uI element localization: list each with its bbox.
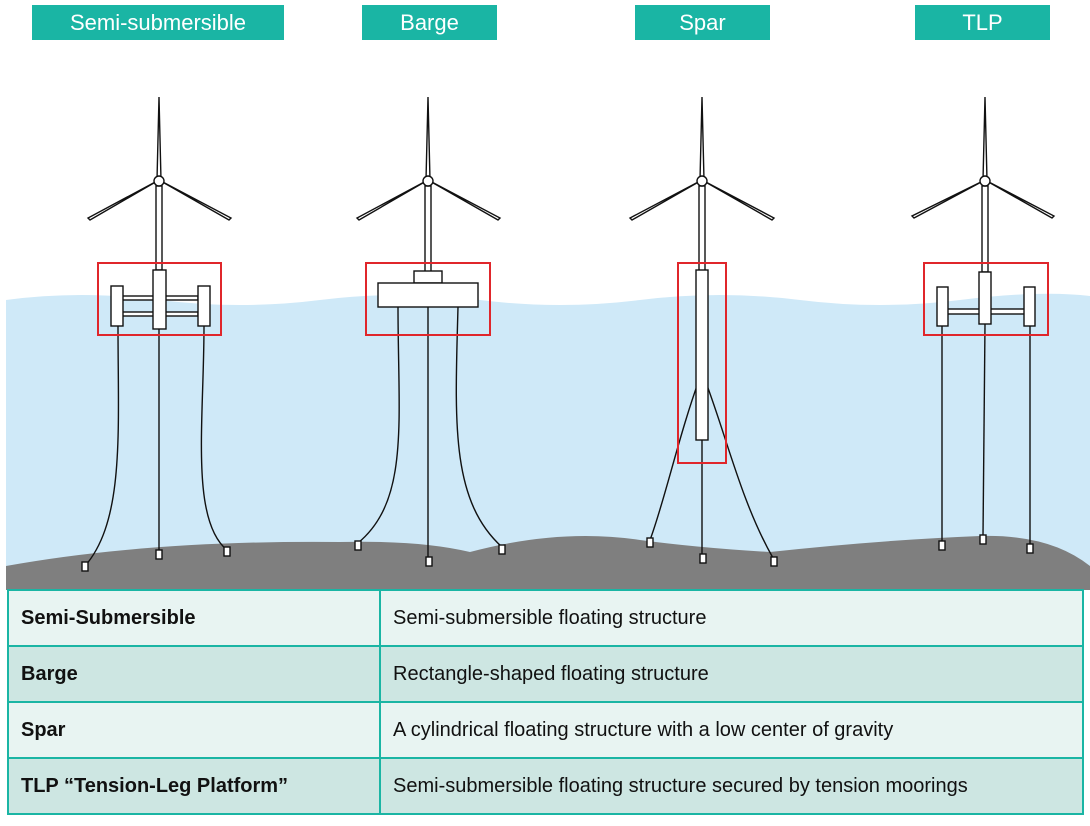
turbine-semi-submersible (81, 96, 233, 572)
turbine-barge (354, 96, 506, 567)
highlight-tlp (923, 262, 1049, 336)
spar-platform (695, 269, 709, 441)
row-description: Rectangle-shaped floating structure (379, 645, 1084, 703)
table-row: Semi-Submersible Semi-submersible floati… (7, 589, 1084, 647)
highlight-spar (677, 262, 727, 464)
row-description: Semi-submersible floating structure (379, 589, 1084, 647)
highlight-semi-submersible (97, 262, 222, 336)
platform-types-table: Semi-Submersible Semi-submersible floati… (7, 589, 1084, 815)
row-name: Semi-Submersible (7, 589, 381, 647)
floating-wind-diagram (6, 96, 1090, 590)
sea-water (6, 293, 1090, 590)
header-barge: Barge (362, 5, 497, 40)
tlp-platform (936, 271, 1036, 327)
header-semi-submersible: Semi-submersible (32, 5, 284, 40)
table-row: TLP “Tension-Leg Platform” Semi-submersi… (7, 757, 1084, 815)
row-description: Semi-submersible floating structure secu… (379, 757, 1084, 815)
row-name: Spar (7, 701, 381, 759)
turbine-tlp (910, 96, 1056, 554)
row-name: Barge (7, 645, 381, 703)
turbine-spar (628, 96, 778, 567)
highlight-barge (365, 262, 491, 336)
header-tlp: TLP (915, 5, 1050, 40)
table-row: Barge Rectangle-shaped floating structur… (7, 645, 1084, 703)
semi-submersible-platform (110, 269, 211, 330)
row-description: A cylindrical floating structure with a … (379, 701, 1084, 759)
seabed (6, 535, 1090, 590)
table-row: Spar A cylindrical floating structure wi… (7, 701, 1084, 759)
row-name: TLP “Tension-Leg Platform” (7, 757, 381, 815)
barge-platform (377, 270, 479, 308)
header-spar: Spar (635, 5, 770, 40)
